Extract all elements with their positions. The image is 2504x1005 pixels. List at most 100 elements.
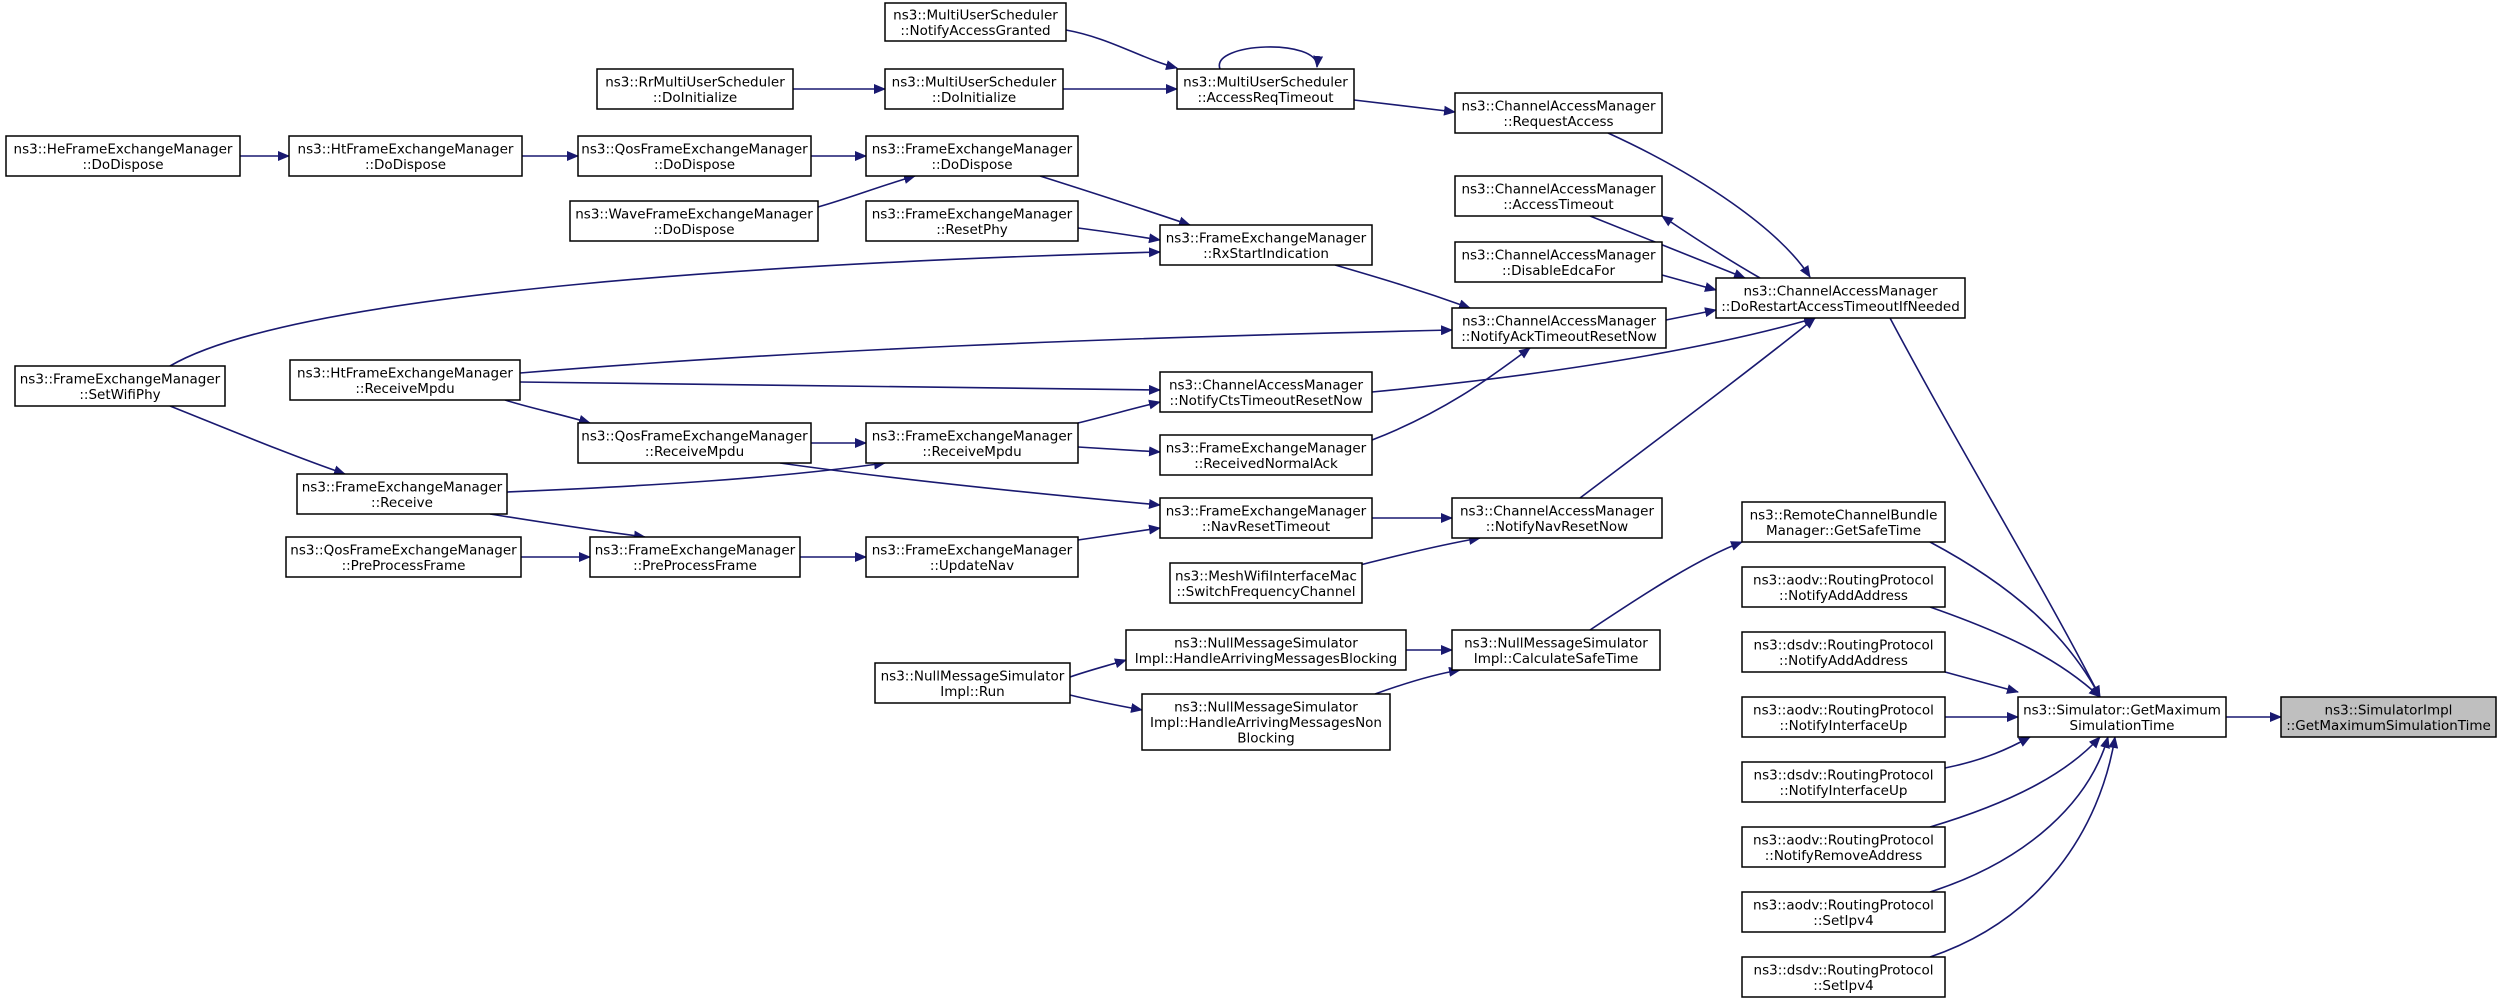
node-box: [289, 359, 521, 401]
graph-node-n23[interactable]: ns3::FrameExchangeManager::Receive: [296, 473, 508, 515]
graph-node-n13[interactable]: ns3::ChannelAccessManager::AccessTimeout: [1454, 175, 1663, 217]
graph-node-n33[interactable]: ns3::NullMessageSimulatorImpl::Calculate…: [1451, 629, 1661, 671]
edge-n41-n38: [1929, 736, 2101, 828]
node-box: [1159, 434, 1373, 476]
graph-node-n25[interactable]: ns3::ChannelAccessManager::NotifyNavRese…: [1451, 497, 1663, 539]
graph-node-n14[interactable]: ns3::ChannelAccessManager::DisableEdcaFo…: [1454, 241, 1663, 283]
graph-node-n30[interactable]: ns3::MeshWifiInterfaceMac::SwitchFrequen…: [1169, 562, 1363, 604]
node-box: [2280, 696, 2497, 738]
node-label-line: ::GetMaximumSimulationTime: [2286, 718, 2491, 734]
node-label-line: ns3::FrameExchangeManager: [1166, 503, 1367, 519]
edge-n34-n38: [1944, 671, 2019, 694]
graph-node-n6[interactable]: ns3::HeFrameExchangeManager::DoDispose: [5, 135, 241, 177]
graph-node-n4[interactable]: ns3::MultiUserScheduler::AccessReqTimeou…: [1176, 68, 1355, 110]
graph-node-n15[interactable]: ns3::ChannelAccessManager::DoRestartAcce…: [1715, 277, 1966, 319]
graph-node-n8[interactable]: ns3::QosFrameExchangeManager::DoDispose: [577, 135, 812, 177]
node-box: [884, 68, 1064, 110]
graph-node-n39[interactable]: ns3::SimulatorImpl::GetMaximumSimulation…: [2280, 696, 2497, 738]
graph-node-n19[interactable]: ns3::ChannelAccessManager::NotifyCtsTime…: [1159, 371, 1373, 413]
node-box: [5, 135, 241, 177]
graph-node-n5[interactable]: ns3::ChannelAccessManager::RequestAccess: [1454, 92, 1663, 134]
edge-n35-n32: [1069, 658, 1127, 678]
graph-node-n11[interactable]: ns3::FrameExchangeManager::ResetPhy: [865, 200, 1079, 242]
node-label-line: ::DoInitialize: [932, 90, 1016, 106]
graph-node-n27[interactable]: ns3::QosFrameExchangeManager::PreProcess…: [285, 536, 522, 578]
graph-node-n41[interactable]: ns3::aodv::RoutingProtocol::NotifyRemove…: [1741, 826, 1946, 868]
node-label-line: ns3::dsdv::RoutingProtocol: [1754, 637, 1934, 653]
node-label-line: ns3::ChannelAccessManager: [1461, 98, 1656, 114]
graph-node-n2[interactable]: ns3::RrMultiUserScheduler::DoInitialize: [596, 68, 794, 110]
edge-n18-n19: [519, 381, 1161, 395]
node-box: [1741, 566, 1946, 608]
edge-n42-n38: [1929, 736, 2110, 893]
node-box: [1176, 68, 1355, 110]
edge-n23-n28: [489, 513, 646, 541]
graph-node-n26[interactable]: ns3::RemoteChannelBundleManager::GetSafe…: [1741, 501, 1946, 543]
graph-node-n18[interactable]: ns3::HtFrameExchangeManager::ReceiveMpdu: [289, 359, 521, 401]
edge-n35-n36: [1069, 694, 1143, 713]
node-box: [865, 536, 1079, 578]
edge-n21-n22: [1077, 446, 1161, 457]
graph-node-n34[interactable]: ns3::dsdv::RoutingProtocol::NotifyAddAdd…: [1741, 631, 1946, 673]
graph-node-n17[interactable]: ns3::FrameExchangeManager::SetWifiPhy: [14, 365, 226, 407]
graph-node-n21[interactable]: ns3::FrameExchangeManager::ReceiveMpdu: [865, 422, 1079, 464]
node-label-line: ::PreProcessFrame: [342, 558, 466, 574]
node-label-line: ::DoDispose: [654, 157, 735, 173]
graph-node-n40[interactable]: ns3::dsdv::RoutingProtocol::NotifyInterf…: [1741, 761, 1946, 803]
graph-node-n7[interactable]: ns3::HtFrameExchangeManager::DoDispose: [288, 135, 523, 177]
node-label-line: ns3::QosFrameExchangeManager: [290, 542, 517, 558]
node-label-line: Manager::GetSafeTime: [1766, 523, 1921, 539]
graph-node-n20[interactable]: ns3::QosFrameExchangeManager::ReceiveMpd…: [577, 422, 812, 464]
node-box: [865, 200, 1079, 242]
edge-n17-n23: [169, 405, 346, 476]
node-label-line: ns3::aodv::RoutingProtocol: [1753, 832, 1934, 848]
graph-node-n16[interactable]: ns3::ChannelAccessManager::NotifyAckTime…: [1451, 307, 1667, 349]
graph-node-n31[interactable]: ns3::aodv::RoutingProtocol::NotifyAddAdd…: [1741, 566, 1946, 608]
graph-node-n36[interactable]: ns3::NullMessageSimulatorImpl::HandleArr…: [1141, 693, 1391, 751]
graph-node-n43[interactable]: ns3::dsdv::RoutingProtocol::SetIpv4: [1741, 956, 1946, 998]
graph-node-n38[interactable]: ns3::Simulator::GetMaximumSimulationTime: [2017, 696, 2227, 738]
node-label-line: ns3::NullMessageSimulator: [881, 668, 1065, 684]
node-label-line: ::DoDispose: [82, 157, 163, 173]
node-box: [1141, 693, 1391, 751]
node-label-line: ns3::HtFrameExchangeManager: [298, 141, 514, 157]
graph-node-n22[interactable]: ns3::FrameExchangeManager::ReceivedNorma…: [1159, 434, 1373, 476]
edge-n30-n25: [1359, 534, 1481, 566]
graph-node-n24[interactable]: ns3::FrameExchangeManager::NavResetTimeo…: [1159, 497, 1373, 539]
node-label-line: ns3::ChannelAccessManager: [1462, 313, 1657, 329]
node-label-line: ::DoDispose: [931, 157, 1012, 173]
edge-n12-n16: [1334, 264, 1471, 309]
graph-node-n10[interactable]: ns3::WaveFrameExchangeManager::DoDispose: [569, 200, 819, 242]
node-label-line: ns3::MeshWifiInterfaceMac: [1175, 568, 1357, 584]
node-box: [865, 135, 1079, 177]
graph-node-n1[interactable]: ns3::MultiUserScheduler::NotifyAccessGra…: [884, 2, 1067, 42]
node-label-line: ns3::ChannelAccessManager: [1169, 377, 1364, 393]
edge-n18-n20: [504, 399, 591, 425]
graph-node-n28[interactable]: ns3::FrameExchangeManager::PreProcessFra…: [589, 536, 801, 578]
node-label-line: ::ReceiveMpdu: [645, 444, 744, 460]
node-label-line: ns3::FrameExchangeManager: [872, 141, 1073, 157]
graph-node-n42[interactable]: ns3::aodv::RoutingProtocol::SetIpv4: [1741, 891, 1946, 933]
node-label-line: ns3::aodv::RoutingProtocol: [1753, 702, 1934, 718]
node-label-line: Impl::Run: [940, 684, 1004, 700]
graph-node-n12[interactable]: ns3::FrameExchangeManager::RxStartIndica…: [1159, 224, 1373, 266]
node-label-line: ns3::FrameExchangeManager: [595, 542, 796, 558]
node-label-line: ns3::FrameExchangeManager: [1166, 440, 1367, 456]
graph-node-n9[interactable]: ns3::FrameExchangeManager::DoDispose: [865, 135, 1079, 177]
graph-node-n3[interactable]: ns3::MultiUserScheduler::DoInitialize: [884, 68, 1064, 110]
node-label-line: ::AccessTimeout: [1503, 197, 1613, 213]
node-box: [1451, 629, 1661, 671]
node-box: [1741, 891, 1946, 933]
edge-n17-n12: [169, 247, 1161, 367]
node-label-line: ::ReceiveMpdu: [355, 381, 454, 397]
node-box: [874, 662, 1071, 704]
graph-node-n37[interactable]: ns3::aodv::RoutingProtocol::NotifyInterf…: [1741, 696, 1946, 738]
node-label-line: ::PreProcessFrame: [633, 558, 757, 574]
node-label-line: ns3::dsdv::RoutingProtocol: [1754, 767, 1934, 783]
node-box: [1159, 371, 1373, 413]
node-label-line: ns3::Simulator::GetMaximum: [2023, 702, 2221, 718]
graph-node-n32[interactable]: ns3::NullMessageSimulatorImpl::HandleArr…: [1125, 629, 1407, 671]
graph-node-n29[interactable]: ns3::FrameExchangeManager::UpdateNav: [865, 536, 1079, 578]
node-label-line: ::NotifyAddAddress: [1779, 653, 1908, 669]
